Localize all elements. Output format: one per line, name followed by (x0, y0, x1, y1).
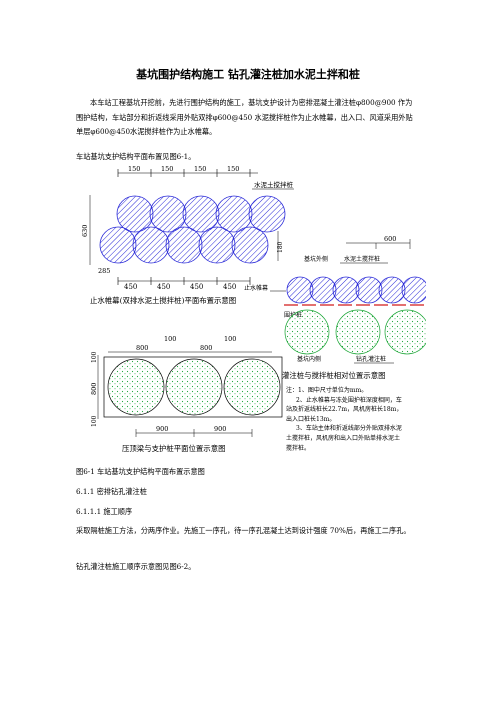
top-dim-1: 150 (128, 165, 140, 173)
label-cement-pile-2: 水泥土搅拌桩 (344, 255, 380, 263)
bottom-dim-4: 450 (223, 283, 236, 291)
dim-800a: 800 (136, 344, 148, 352)
crown-beam-diagram: 100 100 800 800 100 800 100 900 900 (90, 335, 283, 453)
cement-pile (231, 226, 269, 264)
label-cement-pile: 水泥土搅拌桩 (254, 180, 294, 189)
support-pile (165, 358, 223, 416)
cement-pile (198, 226, 236, 264)
bottom-dim-2: 450 (157, 283, 170, 291)
cement-pile (332, 276, 360, 304)
section-heading-6-1-1-1: 6.1.1.1 施工顺序 (76, 507, 133, 516)
section-heading-6-1-1: 6.1.1 密排钻孔灌注桩 (76, 487, 147, 496)
cement-pile (286, 276, 314, 304)
cement-pile (401, 276, 426, 304)
dim-100b: 100 (224, 335, 236, 343)
support-pile (107, 358, 165, 416)
cement-pile (309, 276, 337, 304)
cement-pile (116, 195, 154, 233)
top-dim-2: 150 (161, 165, 173, 173)
crown-beam (103, 356, 283, 418)
bottom-dim-1: 450 (124, 283, 137, 291)
dim-100a: 100 (164, 335, 176, 343)
sub-caption-2: 灌注桩与搅拌桩相对位置示意图 (282, 371, 385, 380)
double-row-piles-diagram: 150 150 150 150 水泥土搅拌桩 (81, 165, 294, 305)
dim-285: 285 (98, 267, 110, 275)
figure-caption: 图6-1 车站基坑支护结构平面布置示意图 (76, 467, 205, 476)
top-dim-3: 150 (194, 165, 206, 173)
cement-pile (355, 276, 383, 304)
cement-pile (248, 195, 286, 233)
cement-pile (149, 195, 187, 233)
dim-800b: 800 (200, 344, 212, 352)
paragraph-figure-ref: 车站基坑支护结构平面布置见图6-1。 (76, 152, 196, 161)
bored-pile (284, 309, 330, 355)
cement-pile (132, 226, 170, 264)
note-3: 3、车站主体和折返线部分外贴双排水泥土搅拌桩，风机房和出入口外贴单排水泥土搅拌桩… (286, 425, 402, 452)
label-bored-pile: 钻孔灌注桩 (356, 355, 386, 363)
dim-180: 180 (277, 241, 284, 253)
dim-600: 600 (384, 235, 396, 243)
dim-100-left-top: 100 (91, 351, 98, 363)
bored-pile (384, 309, 426, 355)
paragraph-intro: 本车站工程基坑开挖前，先进行围护结构的施工，基坑支护设计为密排混凝土灌注桩φ80… (76, 98, 413, 136)
label-outer-side: 基坑外侧 (304, 255, 328, 263)
cement-pile (99, 226, 137, 264)
label-curtain: 止水帷幕 (244, 284, 268, 292)
dim-900b: 900 (214, 425, 226, 433)
sub-caption-3: 压顶梁与支护桩平面位置示意图 (122, 444, 225, 453)
label-inner-side: 基坑内侧 (297, 355, 321, 363)
cement-pile (165, 226, 203, 264)
paragraph-sequence: 采取隔桩施工方法，分两序作业。先施工一序孔，待一序孔混凝土达到设计强度 70%后… (76, 526, 411, 535)
sub-caption-1: 止水帷幕(双排水泥土搅拌桩)平面布置示意图 (90, 296, 236, 305)
relative-position-diagram: 600 基坑外侧 水泥土搅拌桩 止水帷幕 围护桩 基坑内侧 (244, 235, 426, 380)
top-dim-4: 150 (227, 165, 239, 173)
cement-pile (378, 276, 406, 304)
dim-100-left-bottom: 100 (91, 415, 98, 427)
support-structure-figure: 150 150 150 150 水泥土搅拌桩 (81, 165, 426, 453)
dim-630: 630 (81, 225, 89, 237)
note-2: 2、止水帷幕与冻处围护桩深度相同，车站及折返线桩长22.7m，风机房桩长18m，… (286, 396, 403, 423)
dim-800-left: 800 (90, 383, 98, 395)
dim-900a: 900 (156, 425, 168, 433)
bored-pile (335, 309, 381, 355)
bottom-dim-3: 450 (190, 283, 203, 291)
figure-notes: 注：1、图中尺寸单位为mm。 2、止水帷幕与冻处围护桩深度相同，车站及折返线桩长… (286, 386, 404, 453)
paragraph-figure-6-2-ref: 钻孔灌注桩施工顺序示意图见图6-2。 (76, 562, 196, 571)
support-pile (223, 358, 281, 416)
document-title: 基坑围护结构施工 钻孔灌注桩加水泥土拌和桩 (136, 68, 360, 81)
cement-pile (182, 195, 220, 233)
cement-pile (215, 195, 253, 233)
note-1: 注：1、图中尺寸单位为mm。 (286, 387, 368, 394)
